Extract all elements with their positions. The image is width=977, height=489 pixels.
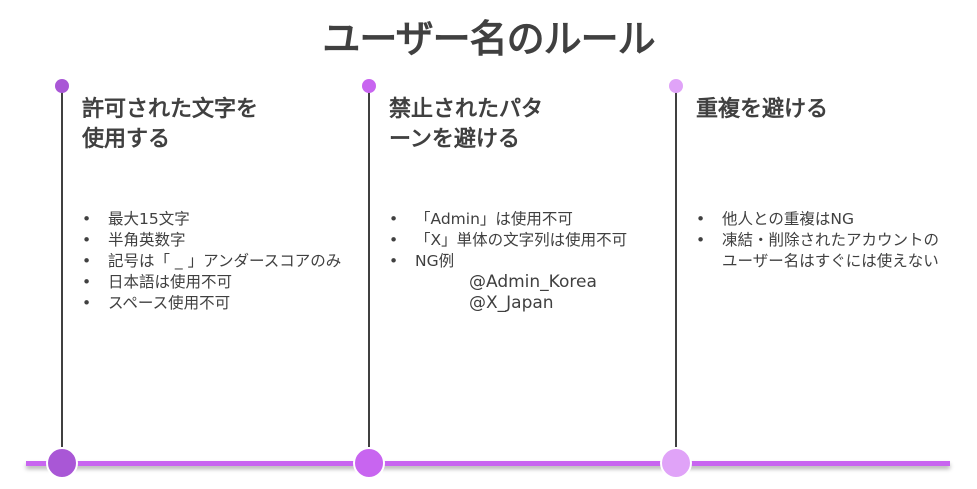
list-item: •凍結・削除されたアカウントの [696, 231, 940, 249]
timeline-node-3 [660, 447, 692, 479]
example-item: @Admin_Korea [469, 272, 597, 292]
column-3-line [675, 90, 677, 447]
column-3-dot [669, 79, 683, 93]
list-item-continuation: ユーザー名はすぐには使えない [722, 252, 939, 270]
heading-line: 禁止されたパタ [389, 97, 544, 122]
heading-line: 重複を避ける [696, 97, 829, 122]
rule-list: •他人との重複はNG •凍結・削除されたアカウントの ユーザー名はすぐには使えな… [696, 209, 939, 272]
column-1-dot [55, 79, 69, 93]
list-item: •スペース使用不可 [82, 294, 231, 312]
column-allowed-characters: 許可された文字を 使用する •最大15文字 •半角英数字 •記号は「 _ 」アン… [82, 95, 341, 314]
list-item: •日本語は使用不可 [82, 273, 233, 291]
heading-line: 使用する [82, 127, 171, 152]
timeline-node-2 [353, 447, 385, 479]
column-forbidden-patterns: 禁止されたパタ ーンを避ける •「Admin」は使用不可 •「X」単体の文字列は… [389, 95, 627, 314]
timeline-bar [26, 461, 950, 466]
list-item: •NG例 [389, 252, 455, 270]
column-heading: 重複を避ける [696, 95, 939, 155]
timeline-node-1 [46, 447, 78, 479]
rule-list: •「Admin」は使用不可 •「X」単体の文字列は使用不可 •NG例 @Admi… [389, 209, 627, 314]
list-item: •「Admin」は使用不可 [389, 210, 573, 228]
column-1-line [61, 90, 63, 447]
list-item: •半角英数字 [82, 231, 186, 249]
rule-list: •最大15文字 •半角英数字 •記号は「 _ 」アンダースコアのみ •日本語は使… [82, 209, 341, 314]
list-item: •最大15文字 [82, 210, 190, 228]
list-item: •他人との重複はNG [696, 210, 854, 228]
column-heading: 禁止されたパタ ーンを避ける [389, 95, 627, 155]
page-title: ユーザー名のルール [322, 17, 655, 61]
example-item: @X_Japan [469, 293, 554, 313]
column-heading: 許可された文字を 使用する [82, 95, 341, 155]
column-2-line [368, 90, 370, 447]
list-item: •「X」単体の文字列は使用不可 [389, 231, 628, 249]
column-avoid-duplicates: 重複を避ける •他人との重複はNG •凍結・削除されたアカウントの ユーザー名は… [696, 95, 939, 272]
heading-line: ーンを避ける [389, 127, 520, 152]
list-item: •記号は「 _ 」アンダースコアのみ [82, 252, 342, 270]
column-2-dot [362, 79, 376, 93]
heading-line: 許可された文字を [82, 97, 259, 122]
